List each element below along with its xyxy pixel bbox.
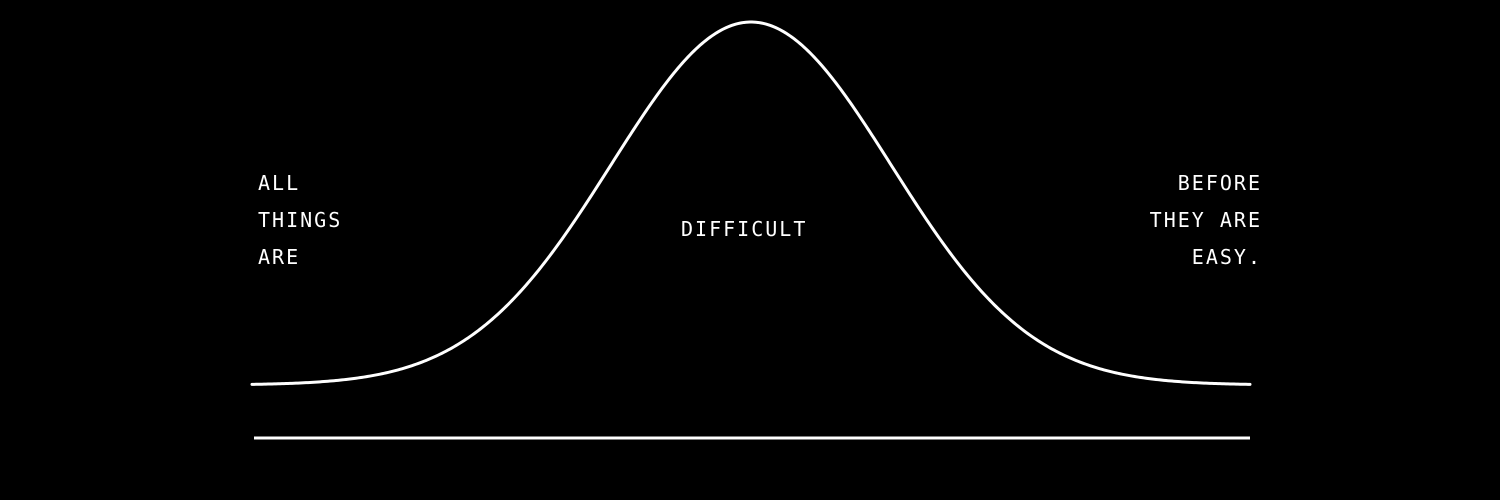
- left-text-line: ALL: [258, 171, 301, 195]
- left-text-line: ARE: [258, 245, 301, 269]
- left-text-line: THINGS: [258, 208, 343, 232]
- right-text-block: BEFORE THEY ARE EASY.: [1150, 165, 1262, 276]
- bell-curve: [250, 20, 1252, 386]
- right-text-line: THEY ARE: [1149, 208, 1262, 232]
- left-text-block: ALL THINGS ARE: [258, 165, 342, 276]
- right-text-line: BEFORE: [1177, 171, 1262, 195]
- center-text: DIFFICULT: [681, 217, 808, 241]
- right-text-line: EASY.: [1191, 245, 1262, 269]
